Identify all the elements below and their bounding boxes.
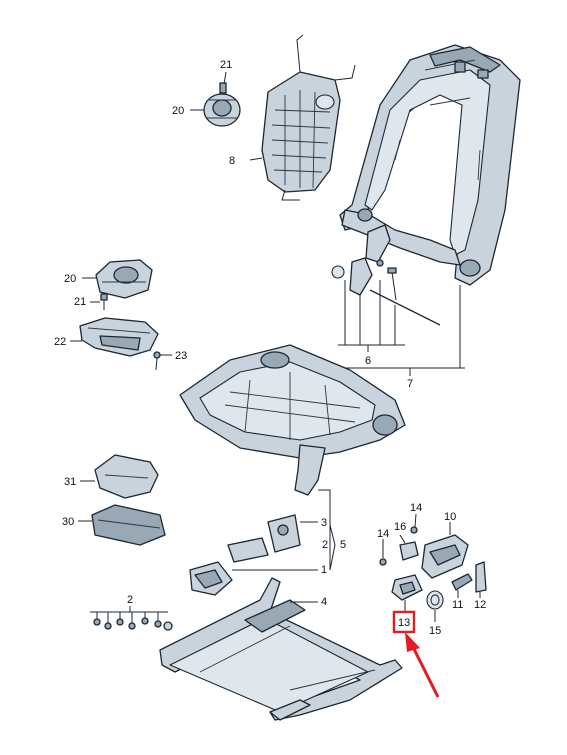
screw-21 — [90, 293, 108, 310]
lumbar-support-mat — [249, 34, 356, 201]
lumbar-motor-upper — [190, 71, 241, 127]
bracket-31 — [80, 454, 159, 499]
label-3: 3 — [321, 517, 327, 529]
label-8: 8 — [229, 155, 235, 167]
label-23: 23 — [175, 350, 187, 362]
screw-23 — [153, 351, 172, 371]
seat-back-frame — [339, 44, 521, 286]
label-21-top: 21 — [220, 59, 232, 71]
label-7: 7 — [407, 378, 413, 390]
label-12: 12 — [474, 599, 486, 611]
hinge-fittings — [331, 224, 441, 326]
cushion-30 — [78, 504, 166, 546]
label-31: 31 — [64, 476, 76, 488]
seat-rail — [159, 577, 403, 721]
label-30: 30 — [62, 516, 74, 528]
label-14-top: 14 — [410, 502, 422, 514]
label-20-top: 20 — [172, 105, 184, 117]
label-10: 10 — [444, 511, 456, 523]
lumbar-motor-lower — [82, 259, 153, 299]
label-6: 6 — [365, 355, 371, 367]
motor-1 — [189, 561, 318, 596]
label-22: 22 — [54, 336, 66, 348]
switch-cluster — [379, 513, 487, 622]
red-arrow — [405, 632, 440, 698]
label-2-right: 2 — [322, 539, 328, 551]
label-13: 13 — [398, 617, 410, 629]
label-21-mid: 21 — [74, 296, 86, 308]
label-5: 5 — [340, 539, 346, 551]
label-16: 16 — [394, 521, 406, 533]
label-1: 1 — [321, 564, 327, 576]
seat-pan-frame — [179, 344, 406, 570]
screws-group-2 — [90, 606, 173, 631]
label-2-screws: 2 — [127, 594, 133, 606]
label-20-mid: 20 — [64, 273, 76, 285]
highlight-box-13 — [392, 610, 416, 634]
motor-3 — [227, 514, 318, 563]
label-15: 15 — [429, 625, 441, 637]
label-11: 11 — [452, 599, 463, 611]
label-14-left: 14 — [377, 528, 389, 540]
label-4: 4 — [321, 596, 327, 608]
bracket-22 — [70, 317, 159, 357]
leader-2-5 — [329, 524, 336, 571]
leader-6-7 — [338, 280, 465, 376]
